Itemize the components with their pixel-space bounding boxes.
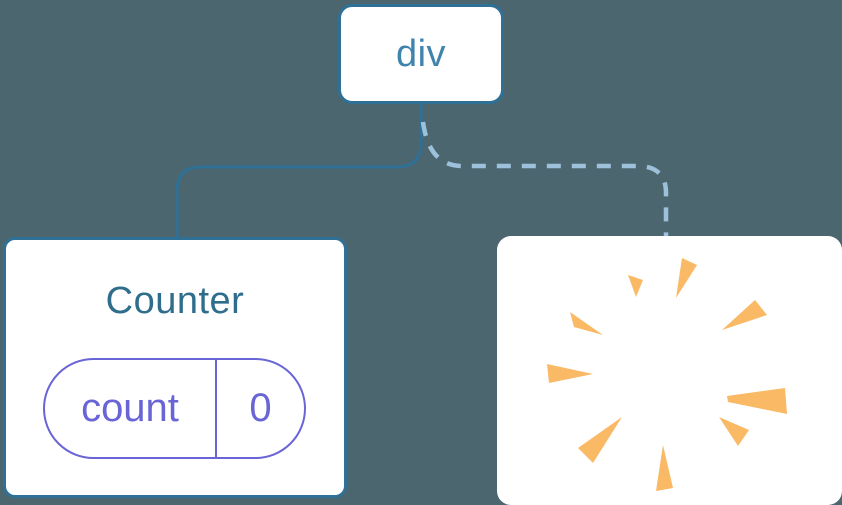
counter-component-card: Counter count 0	[3, 237, 347, 498]
root-node-label: div	[395, 32, 447, 75]
state-key-cell: count	[45, 360, 217, 457]
state-key-label: count	[81, 386, 179, 430]
state-value-cell: 0	[217, 360, 304, 457]
dashed-connector-to-removed	[420, 121, 669, 236]
removed-component-card	[497, 236, 842, 505]
poof-explosion-icon	[547, 258, 787, 491]
state-pill: count 0	[43, 358, 306, 459]
state-value-label: 0	[249, 386, 272, 430]
poof-rays	[547, 258, 787, 491]
root-node-div: div	[338, 4, 504, 104]
counter-title: Counter	[105, 280, 245, 322]
solid-connector-to-counter	[175, 104, 423, 237]
